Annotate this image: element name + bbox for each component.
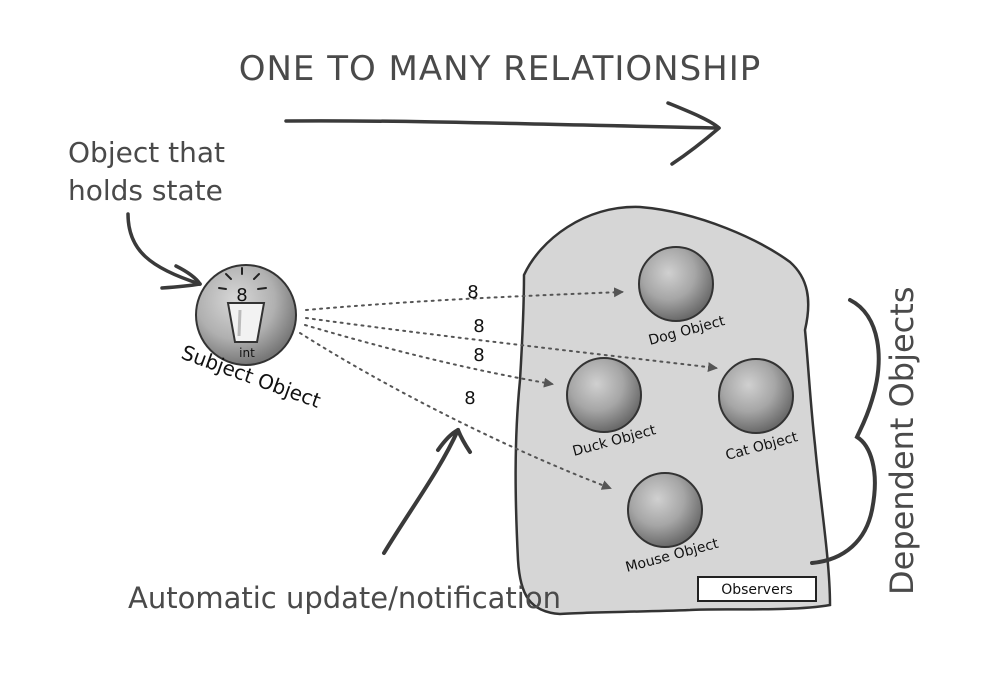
update-note: Automatic update/notification bbox=[128, 581, 561, 615]
duck-sphere bbox=[566, 357, 642, 433]
observers-box: Observers bbox=[697, 576, 817, 602]
notify-arrow-dog bbox=[305, 287, 624, 311]
notify-value-mouse: 8 bbox=[464, 388, 475, 409]
mouse-sphere bbox=[627, 472, 703, 548]
subject-object: 8 int bbox=[195, 264, 297, 366]
value-glow-icon bbox=[218, 267, 267, 290]
notify-arrow-cat bbox=[305, 317, 718, 373]
subject-type-label: int bbox=[239, 346, 255, 360]
relationship-arrow bbox=[284, 101, 721, 166]
subject-value: 8 bbox=[236, 285, 247, 306]
int-cup-icon bbox=[226, 302, 266, 343]
dog-sphere bbox=[638, 246, 714, 322]
notify-value-cat: 8 bbox=[473, 316, 484, 337]
dependents-brace bbox=[810, 298, 881, 565]
observers-box-label: Observers bbox=[721, 582, 793, 598]
state-note: Object that holds state bbox=[68, 136, 225, 207]
observers-region bbox=[514, 205, 832, 616]
dependents-label: Dependent Objects bbox=[883, 287, 921, 596]
state-note-line-1: Object that bbox=[68, 136, 225, 169]
cat-sphere bbox=[718, 358, 794, 434]
notify-value-duck: 8 bbox=[473, 345, 484, 366]
state-note-arrow bbox=[126, 212, 202, 290]
diagram-title: ONE TO MANY RELATIONSHIP bbox=[239, 49, 762, 89]
notify-value-dog: 8 bbox=[467, 282, 478, 303]
state-note-line-2: holds state bbox=[68, 174, 223, 207]
update-arrow bbox=[382, 428, 472, 555]
notify-arrow-duck bbox=[304, 324, 554, 388]
notification-arrows bbox=[299, 287, 718, 490]
notify-arrow-mouse bbox=[299, 332, 612, 490]
